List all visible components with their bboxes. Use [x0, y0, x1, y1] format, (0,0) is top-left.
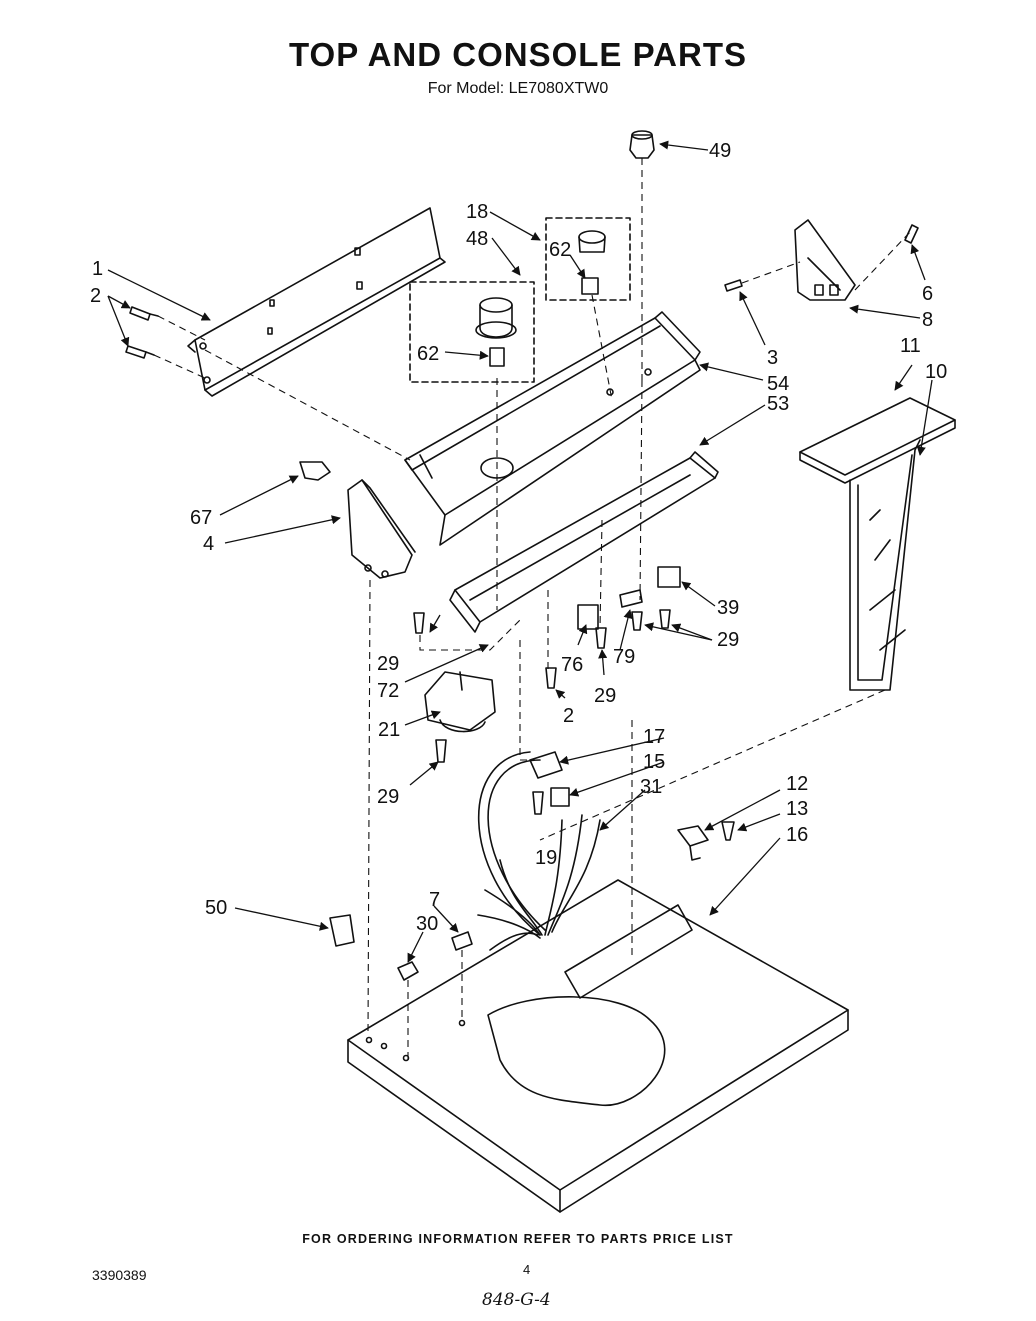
callout-19: 19: [535, 847, 557, 869]
callout-62-upper: 62: [549, 239, 571, 261]
callout-50: 50: [205, 897, 227, 919]
callout-31: 31: [640, 776, 662, 798]
motor-part-21: [424, 671, 496, 733]
bracket-part-12: [677, 825, 709, 861]
callout-29-center: 29: [594, 685, 616, 707]
callout-30: 30: [416, 913, 438, 935]
callout-11: 11: [900, 335, 921, 357]
callout-49: 49: [709, 140, 731, 162]
screw-part-6: [904, 224, 919, 244]
clip-part-15: [550, 787, 570, 807]
top-panel-part: [347, 879, 849, 1213]
callout-2-center: 2: [563, 705, 574, 727]
callout-18: 18: [466, 201, 488, 223]
callout-67: 67: [190, 507, 212, 529]
callout-17: 17: [643, 726, 665, 748]
lint-screen-part: [799, 397, 956, 691]
end-cap-part-4: [347, 479, 416, 579]
callout-39: 39: [717, 597, 739, 619]
callout-3: 3: [767, 347, 778, 369]
callout-1: 1: [92, 258, 103, 280]
document-number: 3390389: [92, 1267, 147, 1283]
callout-16: 16: [786, 824, 808, 846]
callout-12: 12: [786, 773, 808, 795]
callout-4: 4: [203, 533, 214, 555]
callout-15: 15: [643, 751, 665, 773]
callout-79: 79: [613, 646, 635, 668]
clip-part-50: [329, 914, 355, 947]
alignment-lines: [153, 158, 913, 1060]
wire-harness-part-31: [477, 751, 601, 951]
callout-29-lower: 29: [377, 786, 399, 808]
screw-part-3: [724, 279, 743, 292]
clip-part-7: [451, 931, 473, 951]
hinge-bracket-part: [794, 219, 856, 301]
callout-29-left: 29: [377, 653, 399, 675]
screw-part-13: [721, 821, 735, 841]
leader-lines: [107, 140, 933, 963]
callout-54: 54: [767, 373, 789, 395]
page-title: TOP AND CONSOLE PARTS: [289, 36, 747, 73]
callout-72: 72: [377, 680, 399, 702]
callout-10: 10: [925, 361, 947, 383]
callout-8: 8: [922, 309, 933, 331]
knob-detail-box-18: [545, 217, 631, 301]
screw-part-29: [413, 609, 671, 815]
console-back-part: [404, 311, 701, 546]
clip-part-67: [299, 461, 331, 481]
callout-2-left: 2: [90, 285, 101, 307]
callout-62-lower: 62: [417, 343, 439, 365]
callout-29-right: 29: [717, 629, 739, 651]
ordering-note: FOR ORDERING INFORMATION REFER TO PARTS …: [302, 1232, 734, 1246]
clip-part-30: [397, 961, 419, 981]
callout-6: 6: [922, 283, 933, 305]
callout-48: 48: [466, 228, 488, 250]
knob-detail-box-48: [409, 281, 535, 383]
screw-part-2: [125, 306, 159, 359]
console-front-part: [449, 451, 719, 633]
callout-21: 21: [378, 719, 400, 741]
callout-13: 13: [786, 798, 808, 820]
switch-part-79: [619, 589, 643, 608]
handwritten-note: 848-G-4: [482, 1290, 551, 1310]
knob-part-49: [629, 130, 655, 159]
terminal-block-part-17: [529, 751, 563, 779]
switch-part-39: [657, 566, 681, 588]
callout-53: 53: [767, 393, 789, 415]
rear-bracket-part: [187, 207, 446, 397]
callout-76: 76: [561, 654, 583, 676]
model-subtitle: For Model: LE7080XTW0: [427, 80, 609, 97]
callout-labels: 49 18 48 62 62 1 2 6 8 3 54 11 10 53 67 …: [90, 140, 947, 935]
callout-7: 7: [429, 889, 440, 911]
switch-part-76: [577, 604, 599, 630]
page-number: 4: [523, 1262, 531, 1277]
